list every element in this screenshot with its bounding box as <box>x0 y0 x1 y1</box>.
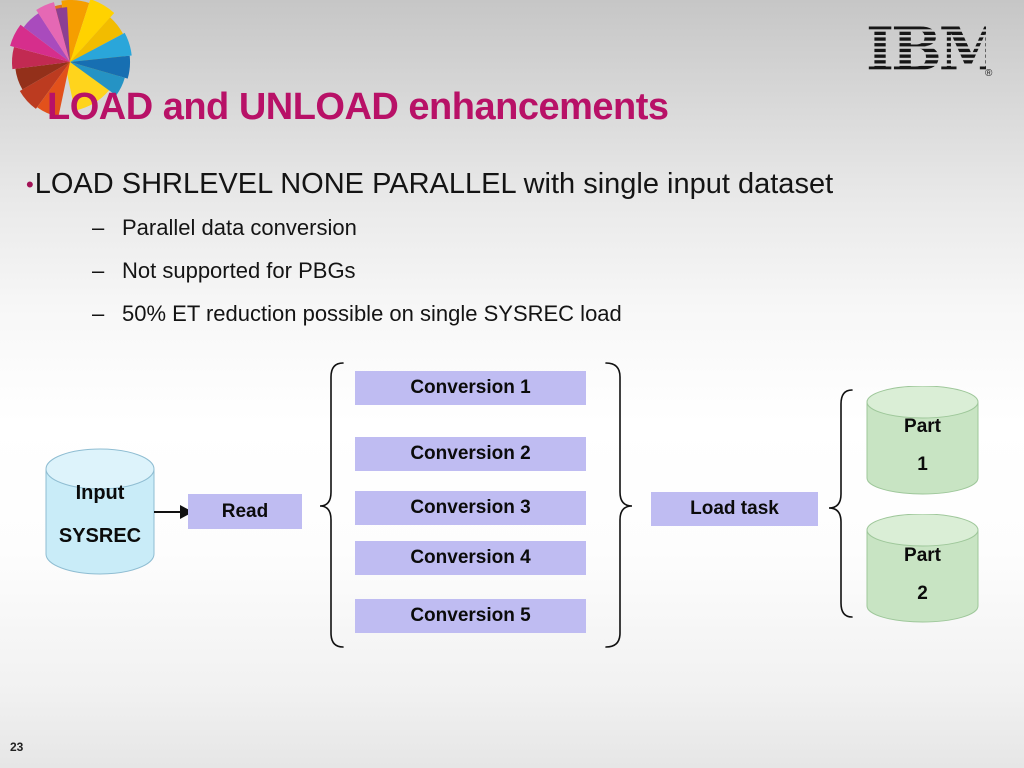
ibm-logo-text: IBM <box>866 25 1000 79</box>
conversion-box-3: Conversion 3 <box>355 491 586 525</box>
page-number: 23 <box>10 740 24 754</box>
load-task-box: Load task <box>651 492 818 526</box>
input-label-line1: Input <box>75 482 125 504</box>
part-1-line1: Part <box>904 416 941 437</box>
input-label-line2: SYSREC <box>58 525 142 547</box>
right-brace-icon <box>605 362 633 648</box>
part-2-cylinder-icon <box>866 514 979 623</box>
bullet-main-text: LOAD SHRLEVEL NONE PARALLEL with single … <box>34 168 834 200</box>
sub-bullet-1-text: Parallel data conversion <box>122 215 357 240</box>
slide-title: LOAD and UNLOAD enhancements <box>47 86 669 128</box>
parts-brace-icon <box>828 389 853 618</box>
part-2-line2: 2 <box>917 583 928 604</box>
ibm-logo: IBM ® <box>866 25 1000 79</box>
curly-braces <box>319 362 853 648</box>
dash-marker: – <box>92 215 105 240</box>
conversion-box-5: Conversion 5 <box>355 599 586 633</box>
part-2-line1: Part <box>904 545 941 566</box>
conversion-box-2: Conversion 2 <box>355 437 586 471</box>
sub-bullet-2-text: Not supported for PBGs <box>122 258 356 283</box>
sub-bullet-1: – Parallel data conversion <box>92 215 357 241</box>
conversion-box-1: Conversion 1 <box>355 371 586 405</box>
bullet-marker: • <box>26 171 34 197</box>
arrow-right-icon <box>154 505 193 519</box>
part-1-line2: 1 <box>917 454 928 475</box>
sub-bullet-2: – Not supported for PBGs <box>92 258 356 284</box>
conversion-box-4: Conversion 4 <box>355 541 586 575</box>
bullet-main: • LOAD SHRLEVEL NONE PARALLEL with singl… <box>26 168 833 201</box>
part-1-cylinder-icon <box>866 386 979 495</box>
input-sysrec-label: Input SYSREC <box>45 482 155 548</box>
part-1-label: Part 1 <box>866 416 979 476</box>
input-sysrec-cylinder-icon <box>45 448 155 575</box>
dash-marker: – <box>92 301 105 326</box>
left-brace-icon <box>319 362 344 648</box>
sub-bullet-3: – 50% ET reduction possible on single SY… <box>92 301 622 327</box>
part-2-label: Part 2 <box>866 545 979 605</box>
read-box: Read <box>188 494 302 529</box>
sub-bullet-3-text: 50% ET reduction possible on single SYSR… <box>122 301 622 326</box>
pinwheel-logo-icon <box>10 0 132 117</box>
registered-mark: ® <box>985 68 993 79</box>
dash-marker: – <box>92 258 105 283</box>
